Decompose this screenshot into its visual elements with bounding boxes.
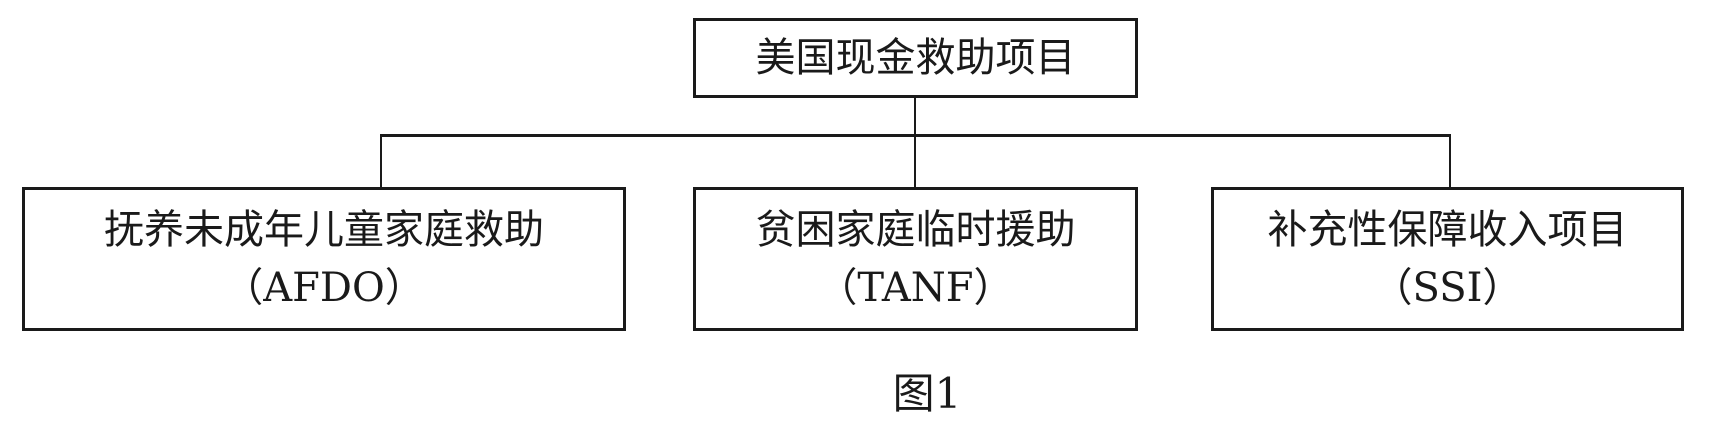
child-abbr: （SSI） bbox=[1372, 265, 1523, 311]
root-label: 美国现金救助项目 bbox=[755, 35, 1076, 81]
root-node: 美国现金救助项目 bbox=[693, 18, 1138, 98]
child-node-ssi: 补充性保障收入项目 （SSI） bbox=[1211, 187, 1684, 331]
child-abbr: （TANF） bbox=[817, 265, 1014, 311]
child-label: 补充性保障收入项目 bbox=[1267, 207, 1628, 253]
child-label: 抚养未成年儿童家庭救助 bbox=[104, 207, 544, 253]
connector-middle bbox=[914, 136, 916, 187]
connector-horizontal bbox=[380, 134, 1451, 137]
child-label: 贫困家庭临时援助 bbox=[755, 207, 1076, 253]
figure-caption: 图1 bbox=[892, 369, 962, 418]
connector-right bbox=[1449, 136, 1451, 187]
connector-left bbox=[380, 136, 382, 187]
connector-root-down bbox=[914, 98, 916, 136]
child-node-afdo: 抚养未成年儿童家庭救助 （AFDO） bbox=[22, 187, 626, 331]
child-node-tanf: 贫困家庭临时援助 （TANF） bbox=[693, 187, 1138, 331]
child-abbr: （AFDO） bbox=[223, 265, 425, 311]
